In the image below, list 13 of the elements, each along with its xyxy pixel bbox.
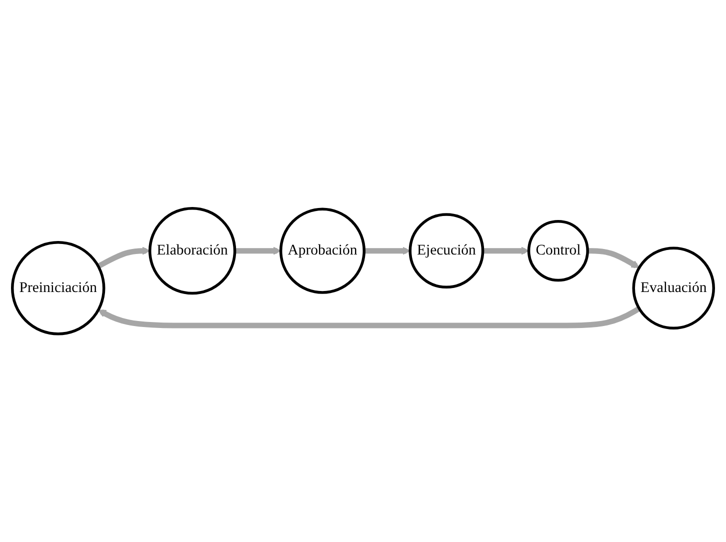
node-circle xyxy=(527,220,589,282)
node-circle xyxy=(408,212,484,288)
cycle-diagram: Preiniciación Elaboración Aprobación Ejecución Control Evaluación xyxy=(5,200,721,342)
node-circle xyxy=(279,208,366,294)
node-circle xyxy=(148,206,236,295)
arrow xyxy=(98,306,641,328)
arrow xyxy=(97,246,150,269)
arrow xyxy=(482,246,530,255)
arrow xyxy=(588,248,640,268)
arrow xyxy=(234,246,282,255)
arrow xyxy=(364,246,410,255)
node-circle xyxy=(632,246,715,330)
node-circle xyxy=(11,240,106,336)
